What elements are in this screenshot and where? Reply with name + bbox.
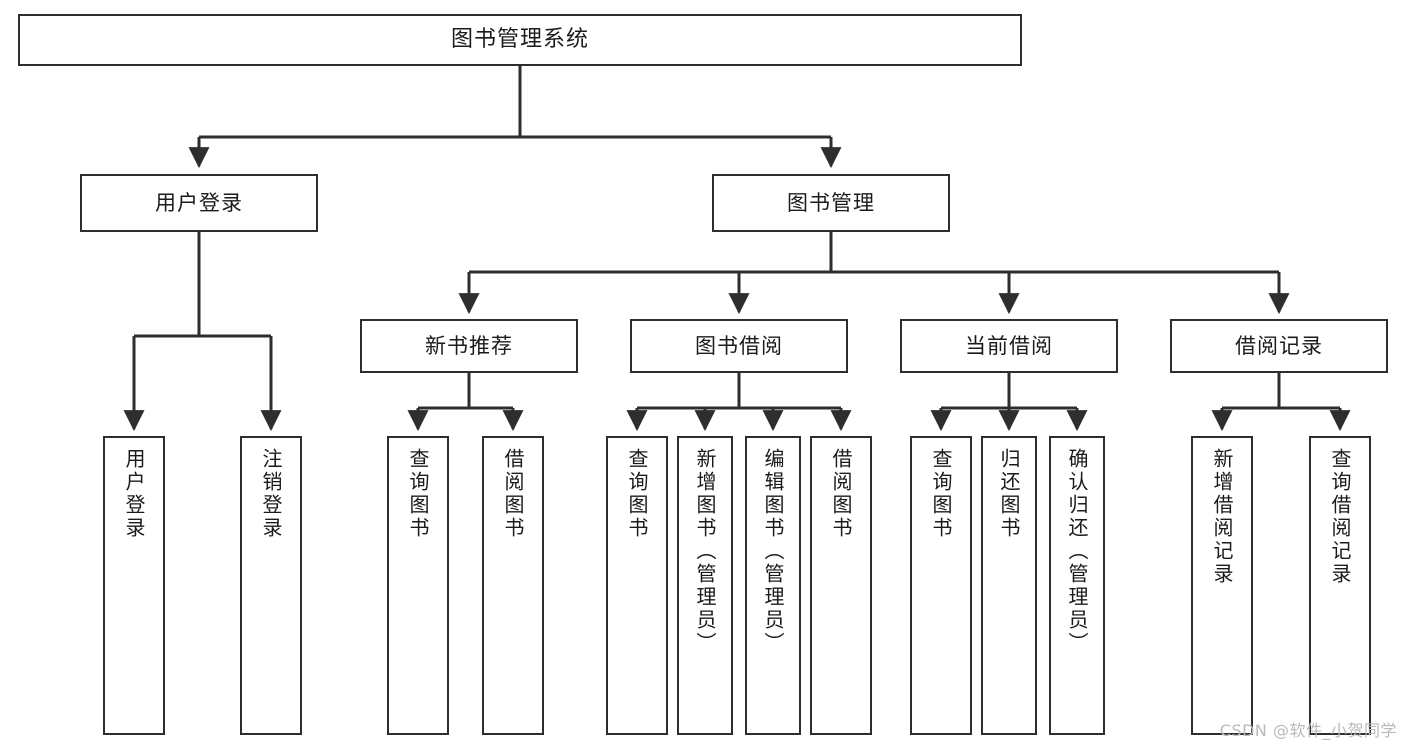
node-label: 查询借阅记录	[1328, 448, 1352, 586]
leaf-logout[interactable]: 注销登录	[240, 436, 302, 735]
leaf-borrow-book[interactable]: 借阅图书	[810, 436, 872, 735]
leaf-user-login[interactable]: 用户登录	[103, 436, 165, 735]
node-label: 新增借阅记录	[1210, 448, 1234, 586]
node-book-borrow[interactable]: 图书借阅	[630, 319, 848, 373]
leaf-add-borrow-record[interactable]: 新增借阅记录	[1191, 436, 1253, 735]
leaf-return-book[interactable]: 归还图书	[981, 436, 1037, 735]
node-borrow-records[interactable]: 借阅记录	[1170, 319, 1388, 373]
leaf-query-book-current[interactable]: 查询图书	[910, 436, 972, 735]
node-label: 借阅图书	[501, 448, 525, 540]
leaf-edit-book-admin[interactable]: 编辑图书（管理员）	[745, 436, 801, 735]
node-user-login-module[interactable]: 用户登录	[80, 174, 318, 232]
node-label: 借阅记录	[1235, 333, 1323, 358]
node-label: 图书管理系统	[450, 26, 589, 52]
node-label: 新增图书（管理员）	[693, 448, 717, 655]
node-label: 用户登录	[122, 448, 146, 540]
node-label: 编辑图书（管理员）	[761, 448, 785, 655]
node-root-system[interactable]: 图书管理系统	[18, 14, 1022, 66]
node-label: 新书推荐	[425, 333, 513, 358]
node-label: 查询图书	[929, 448, 953, 540]
node-label: 当前借阅	[965, 333, 1053, 358]
node-label: 用户登录	[155, 190, 243, 215]
leaf-query-borrow-record[interactable]: 查询借阅记录	[1309, 436, 1371, 735]
leaf-confirm-return-admin[interactable]: 确认归还（管理员）	[1049, 436, 1105, 735]
node-label: 图书借阅	[695, 333, 783, 358]
node-book-management-module[interactable]: 图书管理	[712, 174, 950, 232]
node-label: 归还图书	[997, 448, 1021, 540]
leaf-query-book-recommend[interactable]: 查询图书	[387, 436, 449, 735]
node-label: 注销登录	[259, 448, 283, 540]
node-new-book-recommend[interactable]: 新书推荐	[360, 319, 578, 373]
csdn-watermark: CSDN @软件_小贺同学	[1219, 721, 1397, 740]
node-label: 图书管理	[787, 190, 875, 215]
node-label: 查询图书	[406, 448, 430, 540]
leaf-add-book-admin[interactable]: 新增图书（管理员）	[677, 436, 733, 735]
node-current-borrow[interactable]: 当前借阅	[900, 319, 1118, 373]
leaf-query-book-borrow[interactable]: 查询图书	[606, 436, 668, 735]
node-label: 确认归还（管理员）	[1065, 448, 1089, 655]
node-label: 借阅图书	[829, 448, 853, 540]
node-label: 查询图书	[625, 448, 649, 540]
leaf-borrow-book-recommend[interactable]: 借阅图书	[482, 436, 544, 735]
